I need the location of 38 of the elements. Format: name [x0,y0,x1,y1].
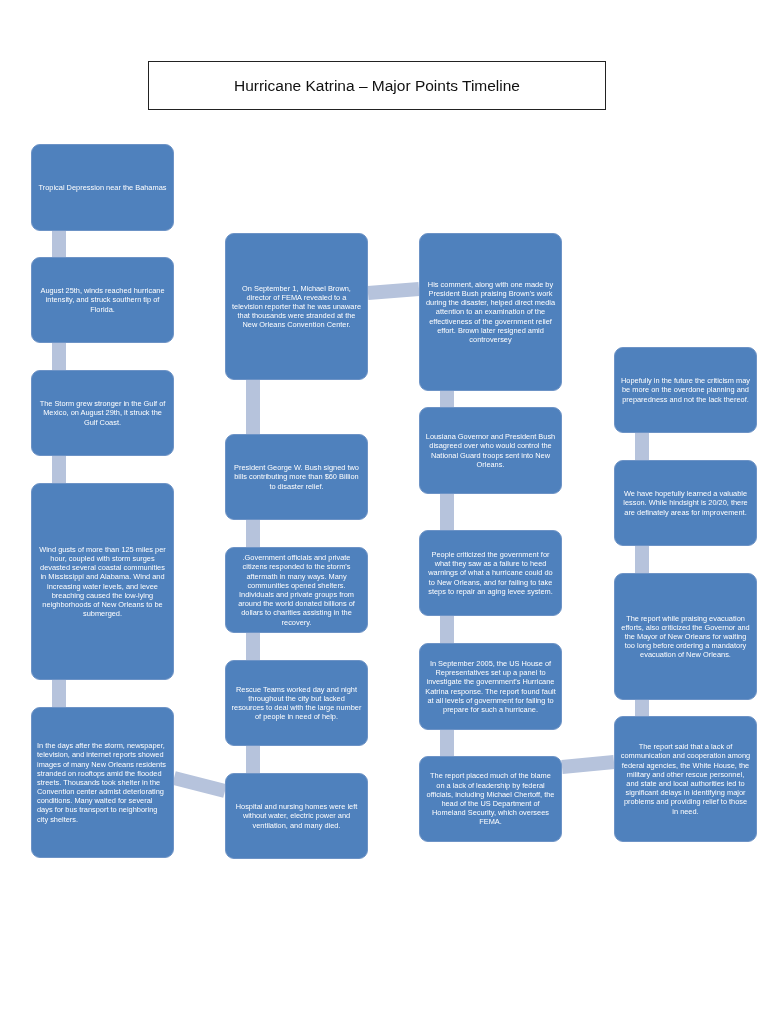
event-box [614,347,757,433]
connector-bar [440,391,454,407]
event-box [614,573,757,700]
connector-bar [246,633,260,660]
event-box [31,370,174,456]
title-box: Hurricane Katrina – Major Points Timeline [148,61,606,110]
connector-bar [561,755,615,774]
connector-bar [635,546,649,573]
connector-bar [52,680,66,707]
connector-bar [367,282,420,300]
connector-bar [440,730,454,756]
event-box [614,460,757,546]
connector-bar [246,520,260,547]
event-box [31,707,174,858]
event-box [419,530,562,616]
event-box [419,643,562,730]
event-box [225,434,368,520]
connector-bar [635,433,649,460]
connector-bar [246,380,260,434]
event-box [225,660,368,746]
event-box [419,233,562,391]
connector-bar [52,231,66,257]
event-box [31,144,174,231]
event-box [419,756,562,842]
event-box [225,233,368,380]
connector-bar [246,746,260,773]
event-box [31,257,174,343]
event-box [225,773,368,859]
event-box [225,547,368,633]
connector-bar [52,343,66,370]
connector-bar [172,771,227,798]
event-box [614,716,757,842]
connector-bar [440,616,454,643]
event-box [419,407,562,494]
connector-bar [635,700,649,716]
connector-bar [440,494,454,530]
event-box [31,483,174,680]
connector-bar [52,456,66,483]
